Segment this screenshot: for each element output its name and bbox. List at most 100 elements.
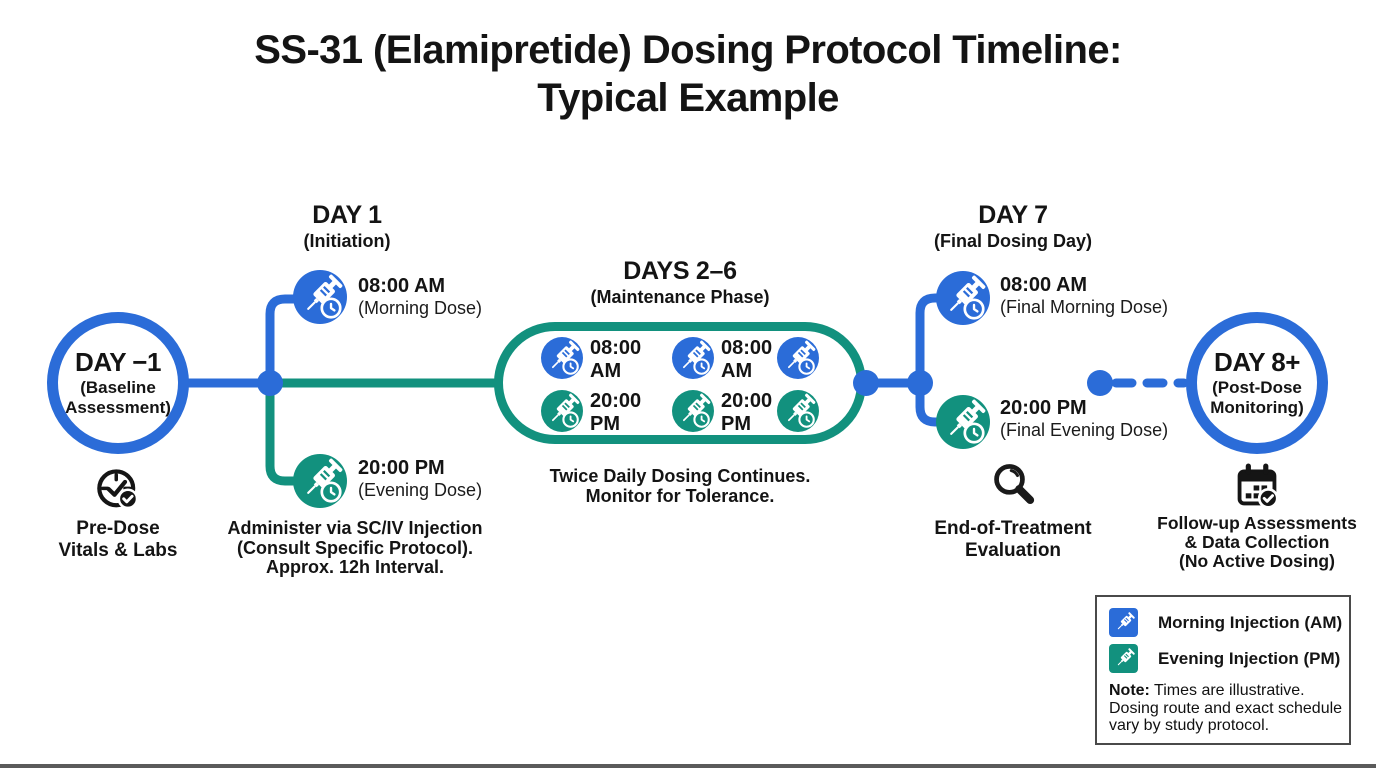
legend-evening-swatch	[1109, 644, 1138, 673]
syringe-clock-icon	[936, 271, 990, 325]
heading-day1-subtitle: (Initiation)	[303, 231, 391, 251]
junction-dot-post-dose	[1087, 370, 1113, 396]
legend-note: Note: Times are illustrative. Dosing rou…	[1109, 682, 1342, 735]
pill-pm-time-1: 20:00 PM	[590, 390, 641, 436]
caption-eot-line2: Evaluation	[964, 539, 1062, 561]
day7-evening-dose: 20:00 PM (Final Evening Dose)	[1000, 397, 1168, 441]
day1-evening-label: (Evening Dose)	[358, 480, 483, 500]
heading-day1-title: DAY 1	[312, 201, 382, 229]
node-day-minus1-sub1: (Baseline	[80, 378, 156, 397]
connector-junction-to-morning1	[265, 294, 301, 388]
syringe-clock-icon	[541, 337, 583, 379]
legend-morning-label: Morning Injection (AM)	[1158, 612, 1343, 632]
day7-morning-dose: 08:00 AM (Final Morning Dose)	[1000, 274, 1168, 318]
day7-evening-label: (Final Evening Dose)	[1000, 420, 1169, 440]
junction-dot-day1	[257, 370, 283, 396]
legend-note-strong: Note:	[1109, 682, 1150, 699]
syringe-clock-icon	[777, 390, 819, 432]
legend-note-rest: Times are illustrative.	[1149, 682, 1305, 699]
pill-am-time-1: 08:00 AM	[590, 337, 641, 383]
pill-am-time-2-line2: AM	[721, 360, 753, 382]
heading-days2-6-subtitle: (Maintenance Phase)	[590, 287, 770, 307]
node-day8plus-sub1: (Post-Dose	[1212, 378, 1302, 397]
caption-follow-up: Follow-up Assessments & Data Collection …	[1147, 514, 1367, 571]
pill-am-time-2: 08:00 AM	[721, 337, 772, 383]
junction-dot-day7	[907, 370, 933, 396]
node-day8plus-title: DAY 8+	[1214, 347, 1300, 377]
connector-junction-to-morning7	[915, 293, 942, 388]
syringe-icon	[1111, 610, 1137, 636]
caption-eot-line1: End-of-Treatment	[934, 518, 1092, 539]
syringe-clock-icon	[672, 337, 714, 379]
node-day-minus1: DAY −1 (Baseline Assessment)	[47, 312, 189, 454]
node-day-minus1-sub2: Assessment)	[65, 398, 171, 417]
day1-evening-dose-chip	[293, 454, 347, 508]
syringe-clock-icon	[293, 454, 347, 508]
heading-day7: DAY 7 (Final Dosing Day)	[883, 202, 1143, 253]
day1-evening-time: 20:00 PM	[358, 457, 445, 479]
legend-row-evening: Evening Injection (PM)	[1109, 644, 1340, 673]
junction-dot-pill-exit	[853, 370, 879, 396]
day7-evening-dose-chip	[936, 395, 990, 449]
pill-am-chip-3	[777, 337, 819, 379]
pill-pm-chip-2	[672, 390, 714, 432]
syringe-clock-icon	[293, 270, 347, 324]
node-day8plus: DAY 8+ (Post-Dose Monitoring)	[1186, 312, 1328, 454]
administration-note-line3: Approx. 12h Interval.	[265, 557, 445, 577]
magnifier-icon	[987, 458, 1041, 512]
node-day8plus-sub2: Monitoring)	[1210, 398, 1304, 417]
heading-days2-6-title: DAYS 2–6	[623, 257, 737, 285]
bottom-edge-strip	[0, 764, 1376, 768]
administration-note-line2: (Consult Specific Protocol).	[236, 537, 473, 558]
legend-box: Morning Injection (AM) Evening Injection…	[1095, 595, 1351, 745]
node-day8plus-subtitle: (Post-Dose Monitoring)	[1210, 378, 1303, 418]
title-drug-name: SS-31 (Elamipretide)	[254, 28, 632, 72]
pill-pm-chip-3	[777, 390, 819, 432]
title-line1-rest: Dosing Protocol Timeline:	[631, 28, 1122, 72]
day7-evening-time: 20:00 PM	[1000, 397, 1087, 419]
heading-days2-6: DAYS 2–6 (Maintenance Phase)	[520, 258, 840, 309]
syringe-clock-icon	[936, 395, 990, 449]
caption-follow-up-line2: & Data Collection	[1184, 532, 1330, 552]
heading-day7-subtitle: (Final Dosing Day)	[933, 231, 1092, 251]
syringe-clock-icon	[541, 390, 583, 432]
syringe-icon	[1111, 646, 1137, 672]
pill-am-chip-2	[672, 337, 714, 379]
caption-administration-note: Administer via SC/IV Injection (Consult …	[205, 518, 505, 578]
day1-morning-label: (Morning Dose)	[358, 298, 483, 318]
legend-note-line1: Note: Times are illustrative.	[1109, 682, 1342, 700]
pill-am-chip-1	[541, 337, 583, 379]
calendar-check-icon	[1230, 459, 1284, 513]
page-title-line1: SS-31 (Elamipretide) Dosing Protocol Tim…	[0, 26, 1376, 74]
connector-junction-to-evening1	[265, 378, 299, 486]
maintenance-note-line1: Twice Daily Dosing Continues.	[549, 466, 811, 486]
page-title: SS-31 (Elamipretide) Dosing Protocol Tim…	[0, 26, 1376, 122]
administration-note-line1: Administer via SC/IV Injection	[227, 518, 483, 538]
pill-pm-chip-1	[541, 390, 583, 432]
legend-note-line3: vary by study protocol.	[1109, 717, 1270, 734]
legend-note-line2: Dosing route and exact schedule	[1109, 699, 1343, 717]
day7-morning-dose-chip	[936, 271, 990, 325]
page-title-line2: Typical Example	[537, 76, 839, 120]
node-day-minus1-subtitle: (Baseline Assessment)	[65, 378, 171, 418]
pill-pm-time-1-line1: 20:00	[590, 390, 642, 412]
node-day-minus1-title: DAY −1	[75, 347, 161, 377]
stopwatch-check-icon	[90, 458, 146, 514]
pill-pm-time-2-line2: PM	[721, 413, 751, 435]
caption-maintenance-note: Twice Daily Dosing Continues. Monitor fo…	[530, 466, 830, 506]
day7-morning-label: (Final Morning Dose)	[1000, 297, 1169, 317]
day1-morning-time: 08:00 AM	[358, 275, 446, 297]
pill-am-time-2-line1: 08:00	[721, 337, 773, 359]
legend-morning-swatch	[1109, 608, 1138, 637]
caption-pre-dose-line2: Vitals & Labs	[58, 539, 178, 561]
syringe-clock-icon	[777, 337, 819, 379]
pill-pm-time-1-line2: PM	[590, 413, 620, 435]
day1-morning-dose: 08:00 AM (Morning Dose)	[358, 275, 482, 319]
pill-am-time-1-line1: 08:00	[590, 337, 642, 359]
caption-pre-dose-line1: Pre-Dose	[76, 518, 160, 539]
caption-follow-up-line1: Follow-up Assessments	[1157, 513, 1357, 533]
day1-morning-dose-chip	[293, 270, 347, 324]
caption-pre-dose: Pre-Dose Vitals & Labs	[28, 518, 208, 561]
